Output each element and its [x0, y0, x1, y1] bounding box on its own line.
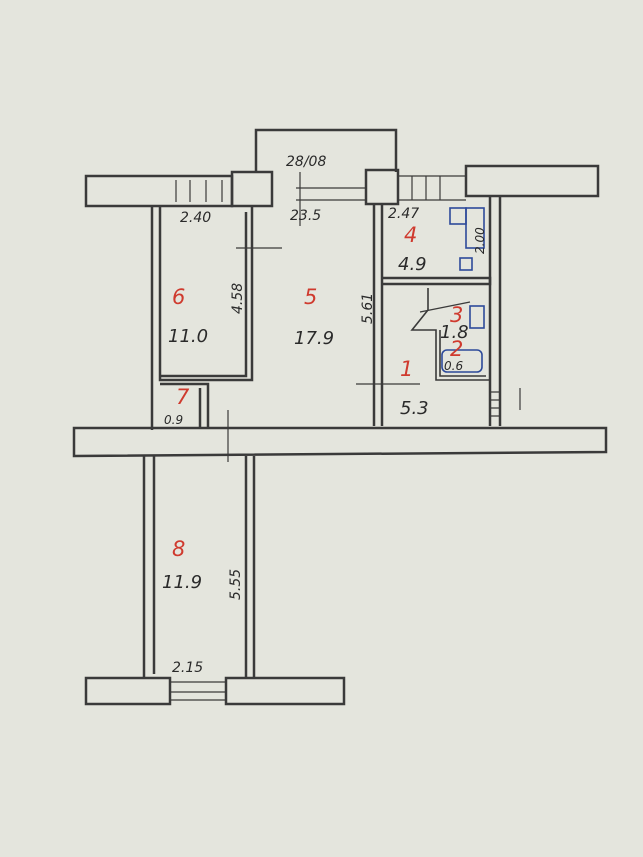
room4-area: 4.9 [398, 254, 427, 275]
basin-icon [441, 349, 483, 373]
window-bottom [170, 681, 226, 701]
window-top-right [398, 175, 466, 201]
fixtures [441, 207, 485, 373]
room7-area: 0.9 [164, 413, 183, 427]
room5-area: 17.9 [294, 328, 334, 349]
bottom-wall [84, 676, 346, 706]
stairs [490, 391, 500, 417]
dimension-lines [227, 247, 521, 462]
meter-icon [459, 257, 473, 271]
room4-number: 4 [404, 223, 417, 247]
dim-room8-length: 5.55 [228, 569, 244, 600]
balcony [254, 128, 398, 172]
sink-icon [465, 207, 485, 249]
room3-area: 1.8 [440, 322, 469, 343]
room8-area: 11.9 [162, 572, 202, 593]
room8-number: 8 [172, 537, 185, 561]
room6-outline [150, 206, 254, 430]
room6-area: 11.0 [168, 326, 208, 347]
room1-number: 1 [400, 357, 413, 381]
top-wall-right [464, 164, 600, 198]
top-door [296, 172, 366, 226]
room3-outline [410, 288, 490, 381]
walls [72, 128, 608, 706]
dim-room8-width: 2.15 [172, 660, 203, 676]
corridor-wall [72, 426, 608, 458]
stamp-text: 28/08 [286, 154, 326, 170]
room3-number: 3 [450, 303, 463, 327]
room7-outline [160, 382, 210, 428]
room7-number: 7 [176, 385, 190, 409]
room1-area: 5.3 [400, 398, 429, 419]
room5-right-wall [372, 204, 384, 426]
dim-room6-width: 2.40 [180, 210, 211, 226]
room8-outline [142, 456, 256, 678]
room6-number: 6 [172, 285, 185, 309]
window-top-left [175, 180, 223, 202]
room2-area: 0.6 [444, 359, 463, 373]
dim-room5-width: 23.5 [290, 208, 321, 224]
room2-number: 2 [450, 337, 463, 361]
dim-room4-length: 2.00 [473, 227, 487, 254]
dim-room4-width: 2.47 [388, 206, 419, 222]
dim-room6-length: 4.58 [230, 283, 246, 314]
right-wall [488, 196, 502, 426]
heater-icon [469, 305, 485, 329]
room5-number: 5 [304, 285, 317, 309]
dim-room5-length: 5.61 [360, 293, 376, 324]
